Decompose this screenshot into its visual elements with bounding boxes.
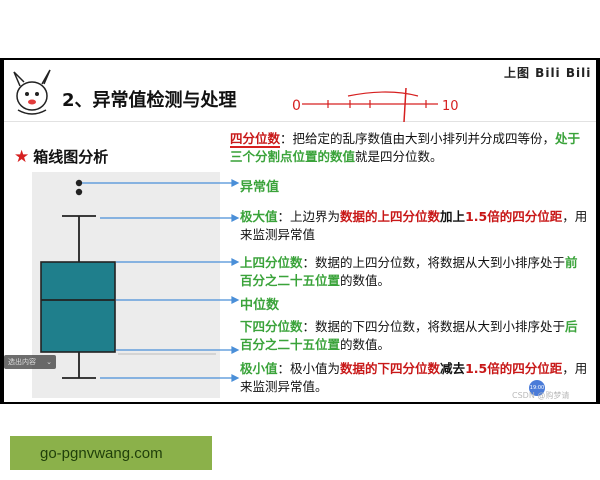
- scribble-end: 10: [442, 99, 459, 114]
- section-heading: ★ 箱线图分析: [14, 146, 108, 167]
- boxplot-chart: [40, 179, 216, 379]
- handwritten-number-line: 0 10: [292, 87, 459, 123]
- video-player[interactable]: 2、异常值检测与处理 0 10 上图 Bili Bili ★ 箱线图分析: [0, 58, 600, 404]
- outlier-point: [75, 179, 83, 187]
- star-icon: ★: [14, 146, 30, 167]
- chevron-down-icon: ⌄: [46, 358, 52, 366]
- slide-title-bar: 2、异常值检测与处理 0 10 上图 Bili Bili: [4, 60, 596, 123]
- slide-title: 2、异常值检测与处理: [62, 90, 237, 111]
- section-heading-text: 箱线图分析: [33, 148, 109, 166]
- minimum-description: 极小值：极小值为数据的下四分位数减去1.5倍的四分位距，用来监测异常值。: [240, 361, 588, 394]
- upper-quartile-description: 上四分位数：数据的上四分位数，将数据从大到小排序处于前百分之二十五位置的数值。: [240, 255, 578, 288]
- url-badge: go-pgnvwang.com: [10, 436, 212, 470]
- bilibili-watermark: 上图 Bili Bili: [504, 66, 592, 80]
- median-label: 中位数: [240, 298, 280, 313]
- select-content-button[interactable]: 选出内容 ⌄: [4, 355, 56, 369]
- maximum-description: 极大值：上边界为数据的上四分位数加上1.5倍的四分位距，用来监测异常值: [240, 209, 588, 242]
- csdn-watermark: CSDN @购梦请: [512, 391, 570, 400]
- boxplot-panel: [32, 172, 220, 398]
- outlier-point: [75, 188, 83, 196]
- outlier-label: 异常值: [240, 180, 280, 195]
- scribble-start: 0: [292, 98, 301, 114]
- quartile-term: 四分位数: [230, 131, 281, 148]
- quartile-definition: 四分位数：把给定的乱序数值由大到小排列并分成四等份，处于三个分割点位置的数值就是…: [230, 131, 581, 164]
- timer-badge[interactable]: 19:00: [529, 380, 545, 396]
- lecture-slide: 2、异常值检测与处理 0 10 上图 Bili Bili ★ 箱线图分析: [4, 60, 596, 402]
- mascot-icon: [13, 69, 51, 115]
- lower-quartile-description: 下四分位数：数据的下四分位数，将数据从大到小排序处于后百分之二十五位置的数值。: [240, 319, 578, 352]
- iqr-box: [40, 261, 116, 353]
